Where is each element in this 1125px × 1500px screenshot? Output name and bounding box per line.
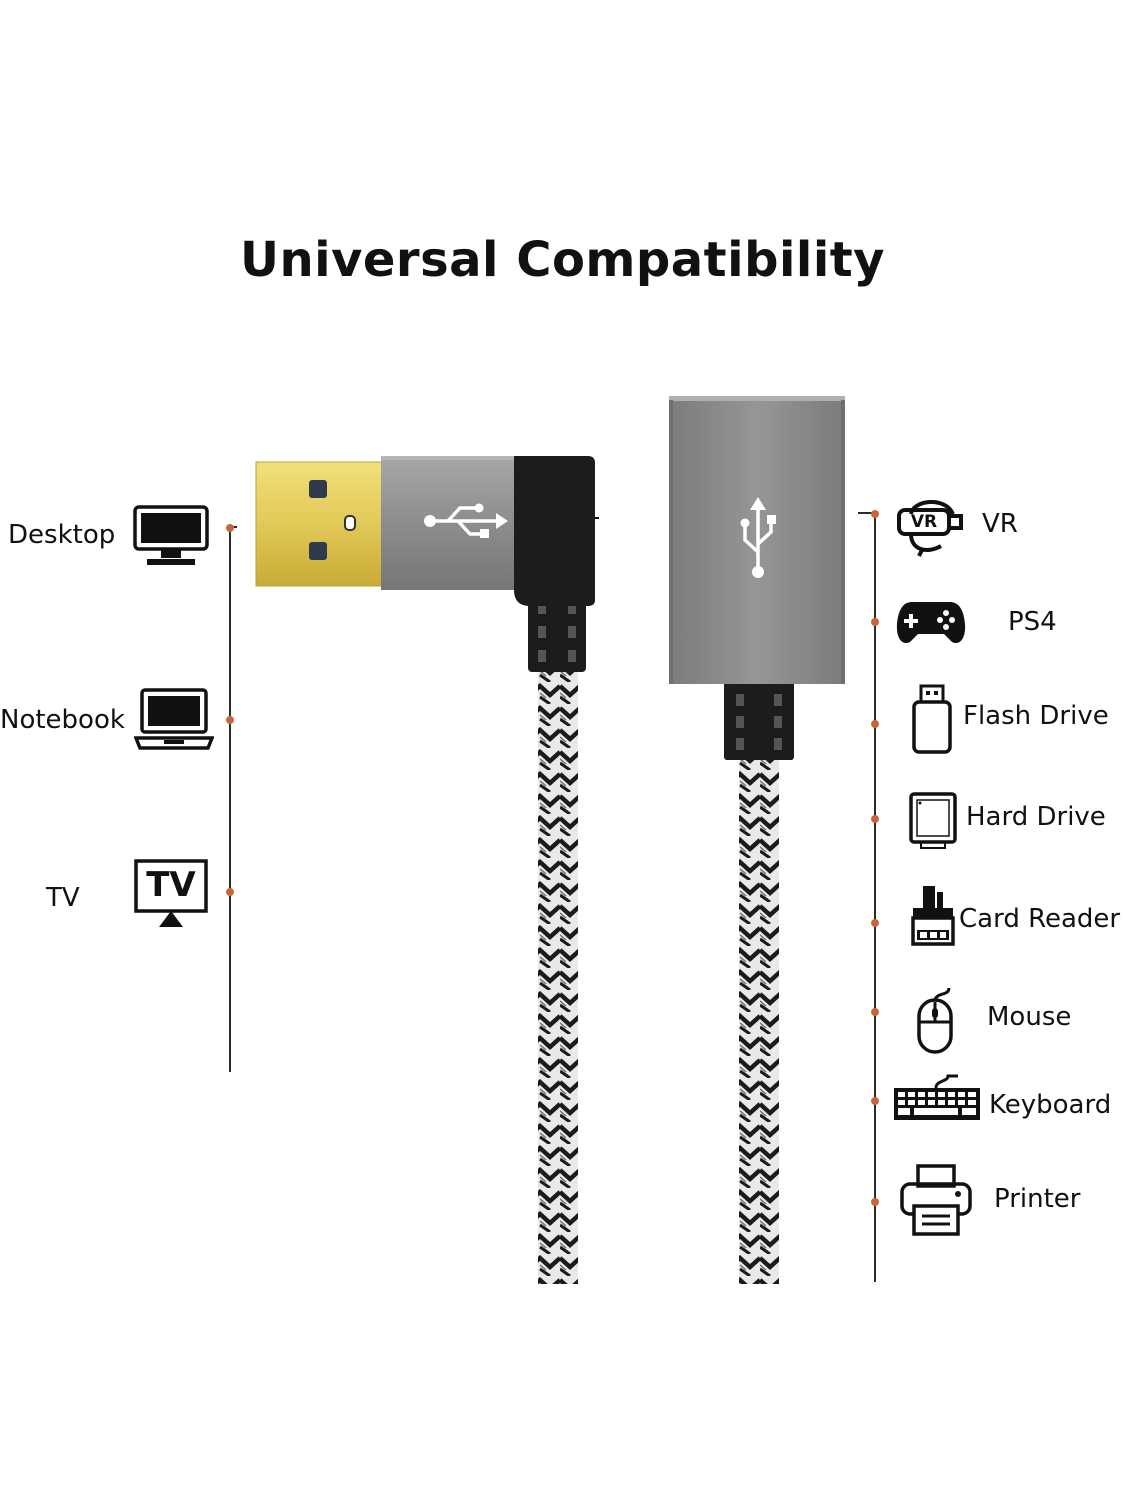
device-label-vr: VR: [982, 509, 1018, 539]
left-device-line: [229, 524, 231, 1072]
page-title: Universal Compatibility: [239, 232, 886, 288]
usb-a-male-connector: [255, 456, 599, 606]
right-strain-relief: [724, 682, 794, 760]
right-dot-mouse: [871, 1008, 879, 1016]
right-braided-cable: [739, 756, 779, 1284]
flash-drive-icon: [912, 684, 952, 754]
tv-icon: TV: [134, 859, 208, 931]
device-label-flash-drive: Flash Drive: [963, 701, 1109, 731]
hard-drive-icon: [909, 792, 957, 849]
right-line-cap: [858, 512, 876, 514]
right-dot-vr: [871, 510, 879, 518]
right-dot-card-reader: [871, 919, 879, 927]
laptop-icon: [134, 688, 214, 750]
device-label-tv: TV: [46, 883, 80, 913]
right-dot-printer: [871, 1198, 879, 1206]
desktop-monitor-icon: [133, 505, 209, 565]
vr-icon-text: VR: [910, 512, 938, 532]
right-dot-ps4: [871, 618, 879, 626]
device-label-notebook: Notebook: [0, 705, 125, 735]
device-label-mouse: Mouse: [987, 1002, 1072, 1032]
gamepad-icon: [896, 602, 966, 644]
device-label-card-reader: Card Reader: [959, 904, 1121, 934]
right-device-line: [874, 512, 876, 1282]
left-dot-notebook: [226, 716, 234, 724]
vr-headset-icon: VR: [897, 494, 963, 558]
left-dot-tv: [226, 888, 234, 896]
device-label-ps4: PS4: [1008, 607, 1057, 637]
tv-icon-text: TV: [146, 865, 196, 905]
device-label-hard-drive: Hard Drive: [966, 802, 1106, 832]
device-label-desktop: Desktop: [8, 520, 116, 550]
left-strain-relief: [528, 588, 586, 672]
left-dot-desktop: [226, 524, 234, 532]
right-dot-hard-drive: [871, 815, 879, 823]
printer-icon: [900, 1164, 972, 1236]
usb-symbol-icon: [424, 503, 508, 538]
left-braided-cable: [538, 668, 578, 1284]
mouse-icon: [917, 987, 953, 1054]
device-label-keyboard: Keyboard: [989, 1090, 1112, 1120]
right-dot-flash-drive: [871, 720, 879, 728]
right-dot-keyboard: [871, 1097, 879, 1105]
card-reader-icon: [911, 886, 955, 946]
keyboard-icon: [894, 1074, 980, 1120]
device-label-printer: Printer: [994, 1184, 1081, 1214]
usb-symbol-icon: [740, 497, 776, 578]
